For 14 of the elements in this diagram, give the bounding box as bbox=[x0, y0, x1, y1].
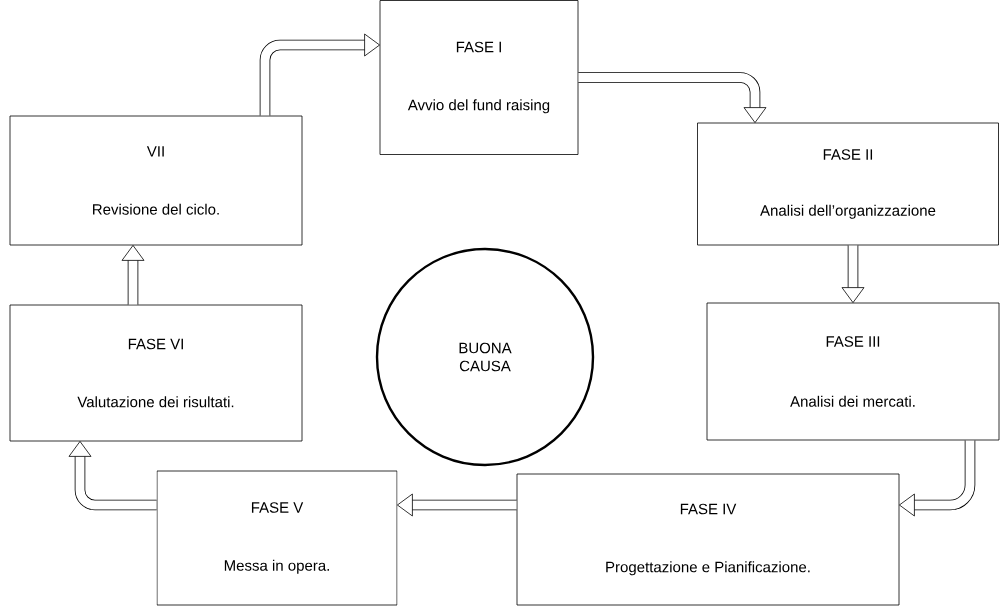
block-arrow bbox=[841, 245, 865, 303]
phase-box: FASE II Analisi dell’organizzazione bbox=[697, 122, 999, 246]
block-arrow bbox=[397, 493, 517, 517]
phase-box: VII Revisione del ciclo. bbox=[9, 115, 303, 246]
block-arrow bbox=[121, 245, 145, 305]
block-arrow bbox=[578, 72, 767, 123]
phase-box: FASE V Messa in opera. bbox=[156, 470, 398, 606]
phase-box: FASE VI Valutazione dei risultati. bbox=[9, 304, 303, 442]
block-arrow bbox=[899, 440, 976, 517]
phase-box: FASE I Avvio del fund raising bbox=[379, 0, 579, 155]
block-arrow bbox=[259, 33, 380, 116]
block-arrow bbox=[68, 441, 157, 511]
phase-box: FASE III Analisi dei mercati. bbox=[706, 302, 1000, 441]
phase-box: FASE IV Progettazione e Pianificazione. bbox=[516, 473, 900, 606]
